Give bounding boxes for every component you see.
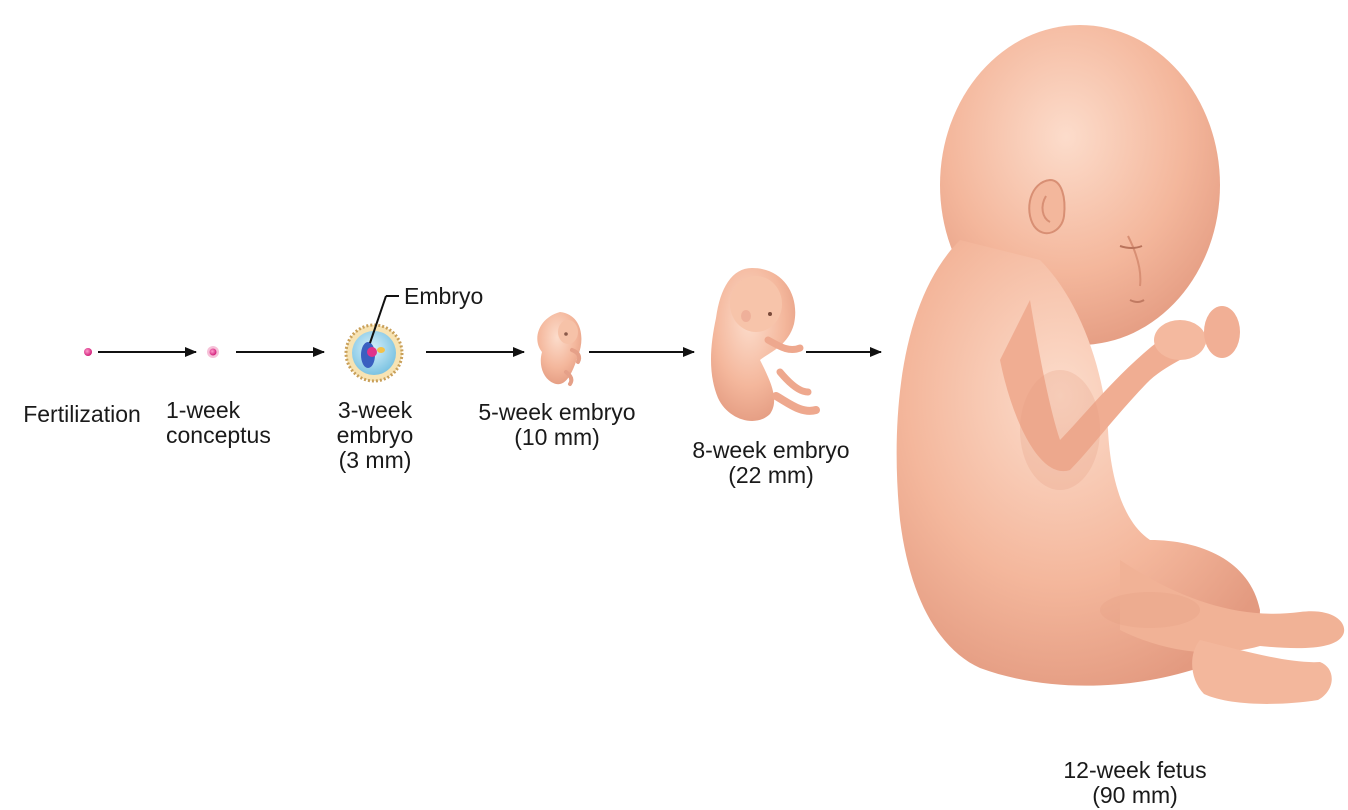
label-fertilization: Fertilization <box>2 402 162 427</box>
eight-week-embryo-illustration <box>711 268 816 421</box>
label-line: 3-week <box>310 398 440 423</box>
label-line: (22 mm) <box>666 463 876 488</box>
label-one-week-conceptus: 1-week conceptus <box>166 398 306 448</box>
label-line: 8-week embryo <box>666 438 876 463</box>
three-week-embryo-illustration <box>346 296 402 381</box>
label-line: 1-week <box>166 398 306 423</box>
twelve-week-fetus-illustration <box>897 25 1345 704</box>
label-line: conceptus <box>166 423 306 448</box>
label-line: 5-week embryo <box>452 400 662 425</box>
callout-embryo-label: Embryo <box>404 284 483 309</box>
label-twelve-week-fetus: 12-week fetus (90 mm) <box>1030 758 1240 808</box>
label-five-week-embryo: 5-week embryo (10 mm) <box>452 400 662 450</box>
label-line: (90 mm) <box>1030 783 1240 808</box>
label-line: 12-week fetus <box>1030 758 1240 783</box>
label-three-week-embryo: 3-week embryo (3 mm) <box>310 398 440 473</box>
label-line: (3 mm) <box>310 448 440 473</box>
five-week-embryo-illustration <box>537 312 581 384</box>
label-line: embryo <box>310 423 440 448</box>
label-line: Fertilization <box>2 402 162 427</box>
fertilized-egg-illustration <box>84 348 92 356</box>
conceptus-illustration <box>207 346 219 358</box>
label-line: (10 mm) <box>452 425 662 450</box>
label-eight-week-embryo: 8-week embryo (22 mm) <box>666 438 876 488</box>
